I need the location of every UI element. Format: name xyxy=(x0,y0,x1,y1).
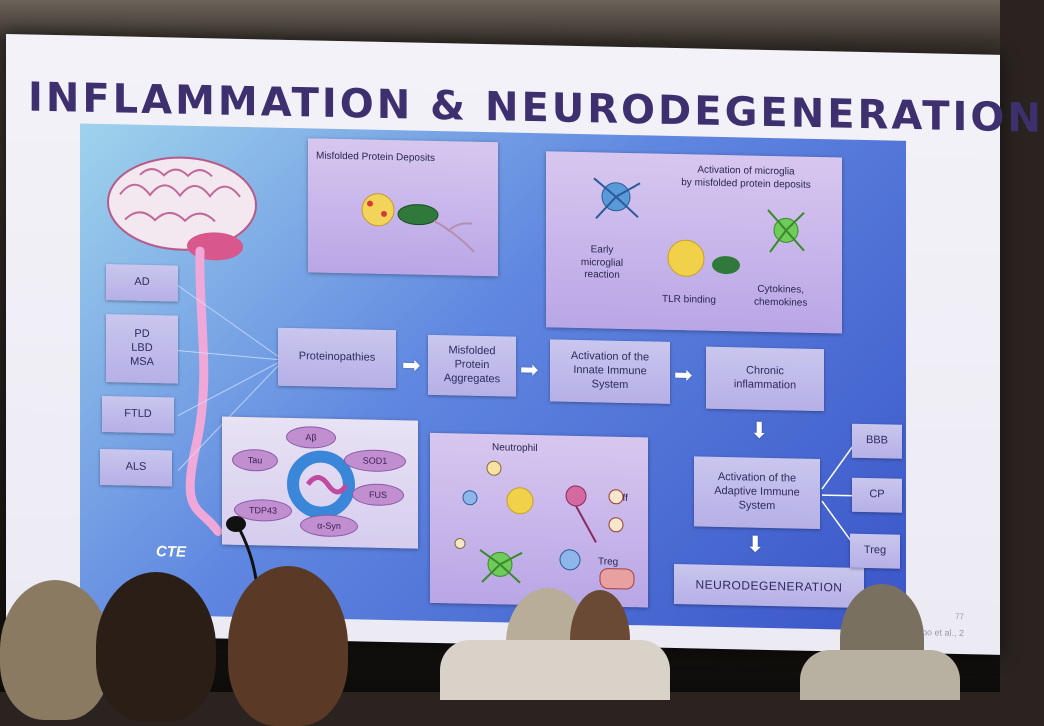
page-number: 77 xyxy=(955,611,964,622)
chronic-inflammation-box: Chronic inflammation xyxy=(706,346,824,412)
activated-microglia-shape xyxy=(506,487,534,515)
protein-dot-shape xyxy=(367,200,373,207)
right-arrow-icon: ➡ xyxy=(402,352,421,378)
right-arrow-icon: ➡ xyxy=(674,361,693,388)
disease-box-ftld: FTLD xyxy=(102,396,174,434)
treg-cell-shape xyxy=(454,538,466,550)
spinal-cord xyxy=(185,246,223,536)
misfolded-aggregates-box: Misfolded Protein Aggregates xyxy=(428,334,516,397)
connector-line xyxy=(177,285,281,359)
immune-cells-illustration xyxy=(454,460,635,590)
cte-label: CTE xyxy=(156,543,186,561)
connector-line xyxy=(821,441,857,490)
outcome-box-treg: Treg xyxy=(850,533,900,569)
connector-line xyxy=(177,361,281,417)
adaptive-cells-panel: Neutrophil Teff Treg xyxy=(430,432,648,608)
cycle-ring xyxy=(287,450,355,519)
deposits-panel-title: Misfolded Protein Deposits xyxy=(316,150,435,164)
disease-box-ad: AD xyxy=(106,264,178,302)
connector-line xyxy=(177,350,281,361)
protein-oval-tau: Tau xyxy=(232,448,278,472)
blood-vessel-shape xyxy=(599,568,635,590)
brain-folds xyxy=(119,168,241,223)
microglia-illustration xyxy=(593,177,805,277)
audience-shoulders xyxy=(440,640,670,700)
axon-shape xyxy=(575,505,597,543)
down-arrow-icon: ⬇ xyxy=(750,417,769,443)
audience-head xyxy=(228,566,348,726)
connector-line xyxy=(822,494,856,497)
disease-box-pd-lbd-msa: PD LBD MSA xyxy=(106,314,178,384)
microglia-process-shape xyxy=(767,209,805,253)
dendrite-shape xyxy=(433,220,475,253)
teff-cell-shape xyxy=(608,517,624,533)
microphone-head-shape xyxy=(226,516,246,532)
audience-shoulders xyxy=(800,650,960,700)
brain-illustration xyxy=(107,156,257,536)
neuron-cell-shape xyxy=(565,485,587,507)
projection-screen: INFLAMMATION & NEURODEGENERATION AD PD L… xyxy=(6,34,1044,655)
protein-dot-shape xyxy=(381,210,387,217)
microglia-process-shape xyxy=(593,177,641,220)
microglia-cell-shape xyxy=(462,490,478,506)
activated-microglia-shape xyxy=(667,239,705,277)
diagram-area: AD PD LBD MSA FTLD ALS Proteinopathies ➡… xyxy=(80,123,906,631)
microglia-panel: Activation of microglia by misfolded pro… xyxy=(546,151,842,334)
adaptive-activation-box: Activation of the Adaptive Immune System xyxy=(694,456,820,530)
proteinopathies-box: Proteinopathies xyxy=(278,327,396,389)
deposits-panel: Misfolded Protein Deposits xyxy=(308,138,498,277)
teff-cell-shape xyxy=(608,489,624,505)
deposit-cell-shape xyxy=(361,193,395,227)
neuron-illustration xyxy=(361,193,475,253)
microglia-process-shape xyxy=(479,549,523,584)
protein-oval-asyn: α-Syn xyxy=(300,514,358,538)
protein-cycle-panel: Aβ Tau SOD1 FUS TDP43 α-Syn xyxy=(222,416,418,549)
neurodegeneration-box: NEURODEGENERATION xyxy=(674,563,864,608)
innate-activation-box: Activation of the Innate Immune System xyxy=(550,339,670,404)
outcome-box-cp: CP xyxy=(852,477,902,513)
converging-lines xyxy=(177,285,281,471)
down-arrow-icon: ⬇ xyxy=(746,531,765,557)
outcome-box-bbb: BBB xyxy=(852,423,902,459)
treg-cell-shape xyxy=(559,549,581,571)
disease-box-als: ALS xyxy=(100,448,172,487)
cycle-arrows-illustration xyxy=(287,450,355,519)
audience-head xyxy=(96,572,216,722)
protein-fold-shape xyxy=(305,475,349,495)
aggregate-shape xyxy=(712,256,740,275)
right-arrow-icon: ➡ xyxy=(520,356,539,383)
neutrophil-cell-shape xyxy=(486,460,502,476)
aggregate-shape xyxy=(397,204,439,226)
brain-shape xyxy=(107,156,257,251)
audience-head xyxy=(0,580,110,720)
